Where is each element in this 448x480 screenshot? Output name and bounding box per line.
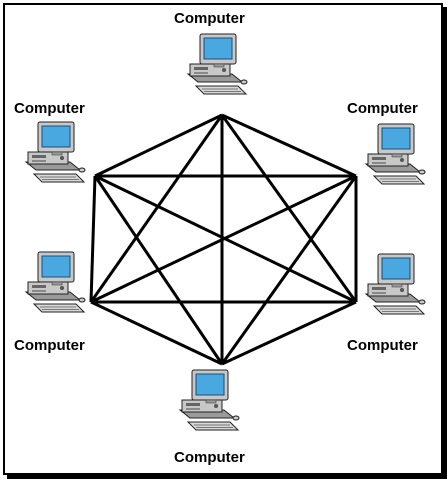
- computer-label-upper-left: Computer: [14, 100, 85, 117]
- computer-label-lower-right: Computer: [347, 337, 418, 354]
- link-upper-right-lower-left: [90, 174, 357, 304]
- link-lower-right-bottom: [221, 300, 357, 366]
- desktop-computer-icon: [358, 250, 428, 320]
- link-lower-left-bottom: [90, 300, 223, 366]
- computer-label-bottom: Computer: [174, 449, 245, 466]
- computer-label-lower-left: Computer: [14, 337, 85, 354]
- desktop-computer-icon: [180, 30, 250, 100]
- link-top-upper-right: [221, 113, 357, 178]
- desktop-computer-icon: [172, 366, 242, 436]
- link-upper-right-bottom: [220, 175, 358, 365]
- link-upper-left-lower-left: [89, 175, 97, 303]
- computer-label-top: Computer: [174, 10, 245, 27]
- desktop-computer-icon: [18, 248, 88, 318]
- link-top-upper-left: [94, 113, 223, 178]
- link-top-lower-left: [89, 114, 224, 303]
- computer-label-upper-right: Computer: [347, 100, 418, 117]
- desktop-computer-icon: [358, 120, 428, 190]
- desktop-computer-icon: [18, 118, 88, 188]
